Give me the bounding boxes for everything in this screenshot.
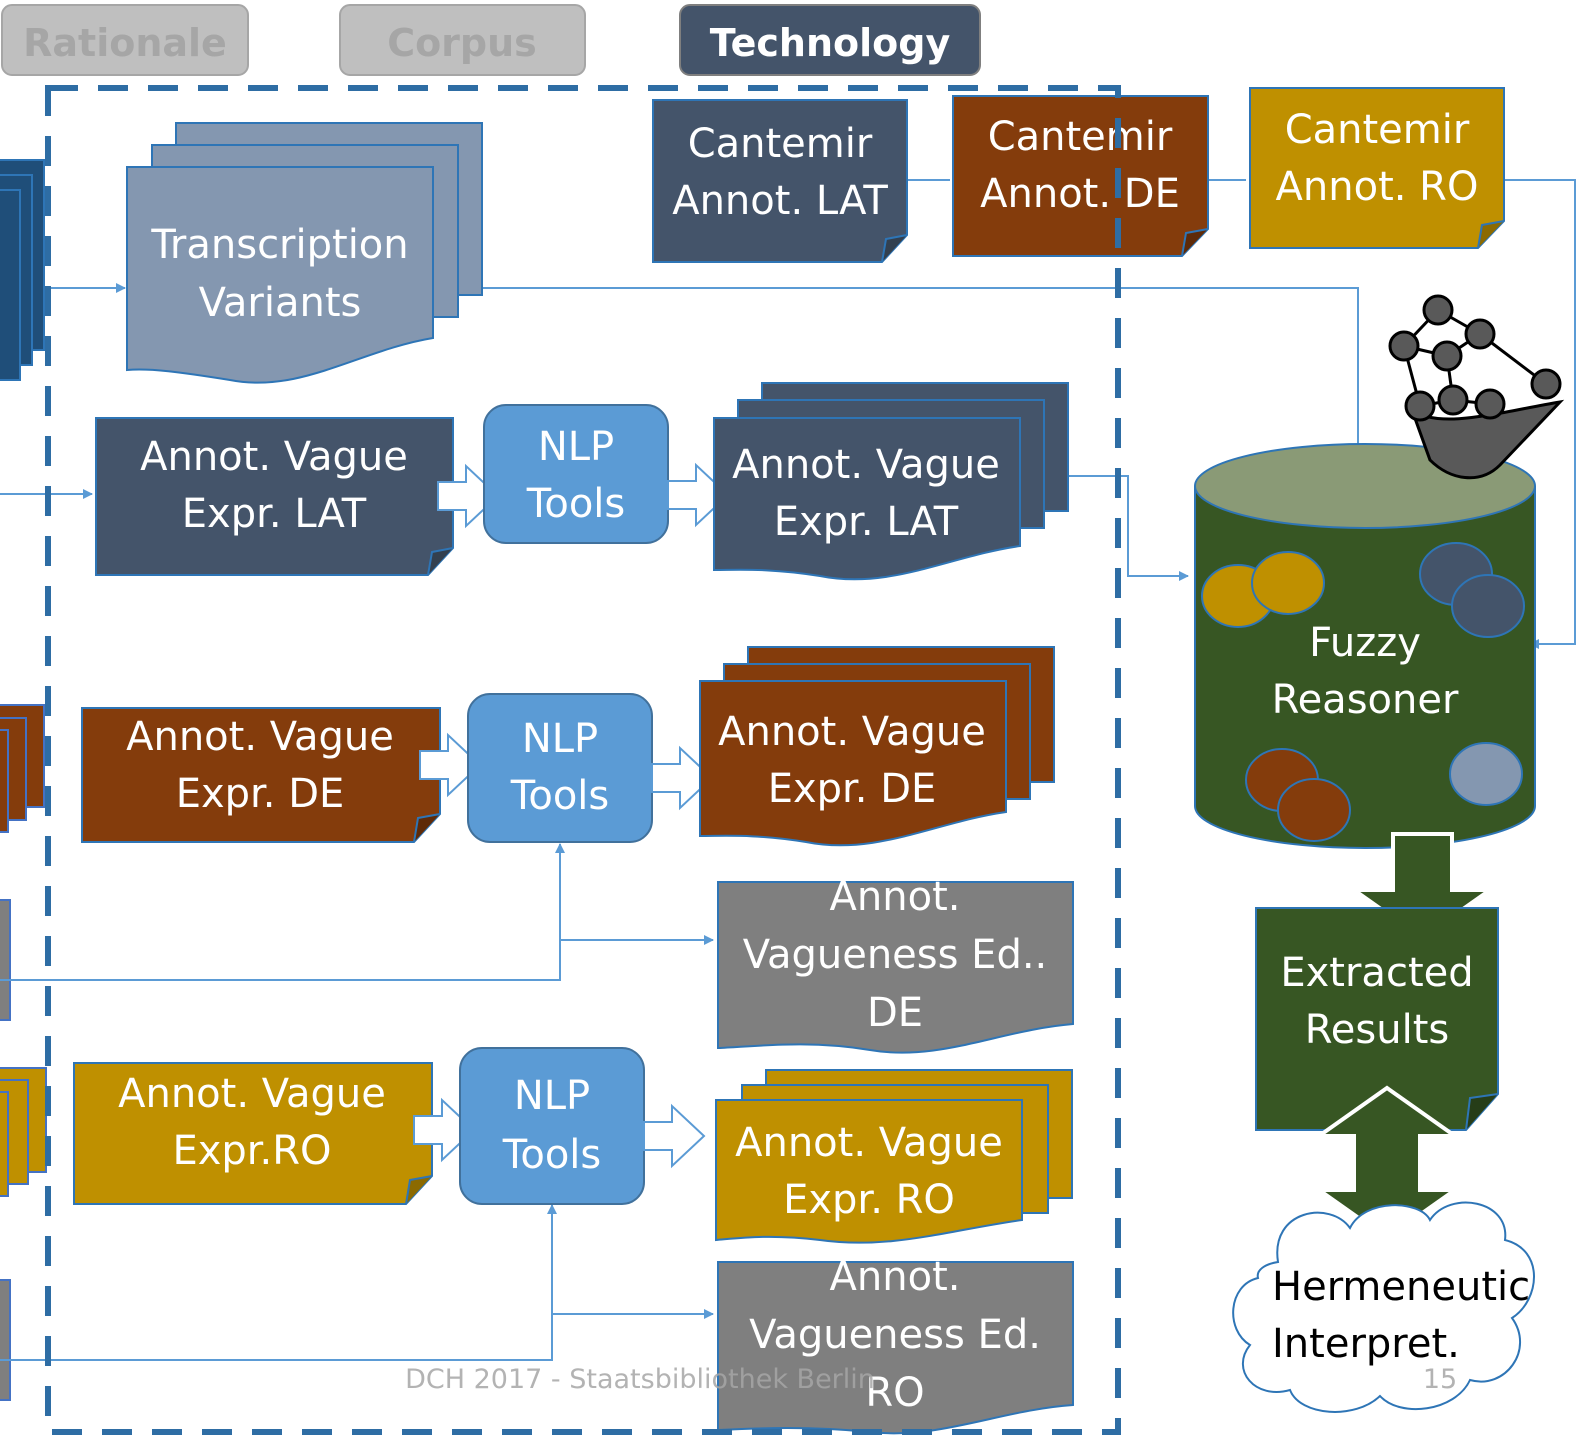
- reasoner-ball-rust-2: [1277, 778, 1351, 842]
- left-edge-stack-gold: [0, 1067, 47, 1197]
- annot-ro-in-line2: Expr.RO: [172, 1128, 331, 1174]
- connector-lat-to-reasoner: [1060, 475, 1189, 581]
- cantemir-lat-line2: Annot. LAT: [672, 178, 888, 224]
- fuzzy-reasoner-line2: Reasoner: [1272, 677, 1459, 723]
- reasoner-ball-lightslate: [1449, 742, 1523, 806]
- connector-to-nlp-de: [0, 843, 565, 981]
- left-edge-grey-doc-de: [0, 899, 11, 1021]
- fuzzy-reasoner-line1: Fuzzy: [1309, 620, 1421, 666]
- vagueness-de-line2: Vagueness Ed..: [743, 932, 1048, 978]
- reasoner-ball-gold-2: [1251, 551, 1325, 615]
- doc-cantemir-lat: Cantemir Annot. LAT: [652, 99, 908, 263]
- annot-ro-in-line1: Annot. Vague: [118, 1071, 386, 1117]
- annot-lat-out-line1: Annot. Vague: [732, 442, 1000, 488]
- multidoc-annot-vague-ro-output: Annot. Vague Expr. RO: [715, 1069, 1073, 1244]
- multidoc-annot-vague-lat-output: Annot. Vague Expr. LAT: [713, 382, 1069, 581]
- multidoc-annot-vague-de-output: Annot. Vague Expr. DE: [699, 646, 1055, 847]
- vagueness-de-line3: DE: [867, 990, 923, 1036]
- connector-transcription-to-reasoner: [478, 287, 1363, 473]
- cantemir-ro-line1: Cantemir: [1285, 107, 1470, 153]
- annot-de-out-line1: Annot. Vague: [718, 709, 986, 755]
- tab-rationale-label: Rationale: [23, 21, 227, 65]
- extracted-results-line1: Extracted: [1280, 950, 1473, 996]
- doc-annot-vague-ro-input: Annot. Vague Expr.RO: [73, 1062, 433, 1205]
- process-nlp-tools-ro[interactable]: NLP Tools: [459, 1047, 645, 1205]
- vagueness-ro-line2: Vagueness Ed.: [749, 1312, 1041, 1358]
- technology-dashed-frame: [45, 85, 1121, 1435]
- footer-text: DCH 2017 - Staatsbibliothek Berlin: [405, 1364, 875, 1395]
- nlp-de-line2: Tools: [510, 773, 610, 819]
- transcription-line2: Variants: [199, 280, 362, 326]
- cantemir-lat-line1: Cantemir: [688, 121, 873, 167]
- annot-de-out-line2: Expr. DE: [768, 766, 937, 812]
- doc-cantemir-ro: Cantemir Annot. RO: [1249, 87, 1505, 249]
- cantemir-de-line2: Annot. DE: [980, 171, 1180, 217]
- doc-annot-vagueness-de: Annot. Vagueness Ed.. DE: [717, 874, 1074, 1054]
- connector-to-nlp-ro: [0, 1204, 557, 1361]
- annot-de-in-line2: Expr. DE: [176, 771, 345, 817]
- doc-annot-vagueness-ro: Annot. Vagueness Ed. RO: [717, 1254, 1074, 1435]
- hermeneutic-line2: Interpret.: [1272, 1321, 1460, 1367]
- left-edge-stack-rust: [0, 704, 45, 833]
- reasoner-ball-slate-2: [1451, 574, 1525, 638]
- transcription-line1: Transcription: [150, 222, 408, 268]
- annot-lat-out-line2: Expr. LAT: [774, 499, 959, 545]
- left-edge-grey-doc-ro: [0, 1279, 11, 1401]
- hermeneutic-line1: Hermeneutic: [1272, 1264, 1530, 1310]
- annot-lat-in-line2: Expr. LAT: [182, 491, 367, 537]
- page-number: 15: [1423, 1364, 1457, 1395]
- block-arrow-lat-out: [667, 462, 730, 528]
- connectors: [0, 179, 1576, 1361]
- nlp-ro-line1: NLP: [514, 1073, 590, 1119]
- cantemir-ro-line2: Annot. RO: [1276, 164, 1479, 210]
- process-nlp-tools-lat[interactable]: NLP Tools: [483, 404, 669, 544]
- block-arrow-ro-in: [413, 1097, 476, 1163]
- tab-technology[interactable]: Technology: [679, 4, 981, 76]
- extracted-results-line2: Results: [1305, 1007, 1449, 1053]
- annot-de-in-line1: Annot. Vague: [126, 714, 394, 760]
- tab-corpus-label: Corpus: [387, 21, 537, 65]
- doc-annot-vague-lat-input: Annot. Vague Expr. LAT: [95, 417, 454, 576]
- database-fuzzy-reasoner: Fuzzy Reasoner: [1194, 443, 1536, 849]
- process-nlp-tools-de[interactable]: NLP Tools: [467, 693, 653, 843]
- nlp-de-line1: NLP: [522, 716, 598, 762]
- left-edge-stack-slate: [0, 159, 45, 381]
- vagueness-ro-line1: Annot.: [830, 1254, 961, 1300]
- multidoc-transcription-variants: Transcription Variants: [126, 122, 483, 384]
- block-arrow-ro-out: [643, 1103, 706, 1169]
- nlp-ro-line2: Tools: [502, 1132, 602, 1178]
- tab-rationale[interactable]: Rationale: [1, 4, 249, 76]
- block-arrow-lat-in: [437, 463, 500, 529]
- nlp-lat-line2: Tools: [526, 481, 626, 527]
- doc-annot-vague-de-input: Annot. Vague Expr. DE: [81, 707, 441, 843]
- tab-corpus[interactable]: Corpus: [339, 4, 586, 76]
- block-arrow-de-out: [651, 745, 714, 811]
- cloud-hermeneutic-interpret: Hermeneutic Interpret.: [1232, 1201, 1535, 1413]
- vagueness-de-line1: Annot.: [830, 874, 961, 920]
- vagueness-ro-line3: RO: [865, 1370, 924, 1416]
- doc-extracted-results: Extracted Results: [1255, 907, 1499, 1131]
- connector-ro-to-reasoner: [1498, 179, 1576, 649]
- block-arrow-de-in: [419, 732, 482, 798]
- tab-technology-label: Technology: [710, 21, 951, 65]
- cantemir-de-line1: Cantemir: [988, 114, 1173, 160]
- neural-funnel-icon: [1388, 294, 1565, 480]
- nlp-lat-line1: NLP: [538, 424, 614, 470]
- doc-cantemir-de: Cantemir Annot. DE: [952, 95, 1209, 257]
- annot-lat-in-line1: Annot. Vague: [140, 434, 408, 480]
- annot-ro-out-line2: Expr. RO: [783, 1177, 955, 1223]
- annot-ro-out-line1: Annot. Vague: [735, 1120, 1003, 1166]
